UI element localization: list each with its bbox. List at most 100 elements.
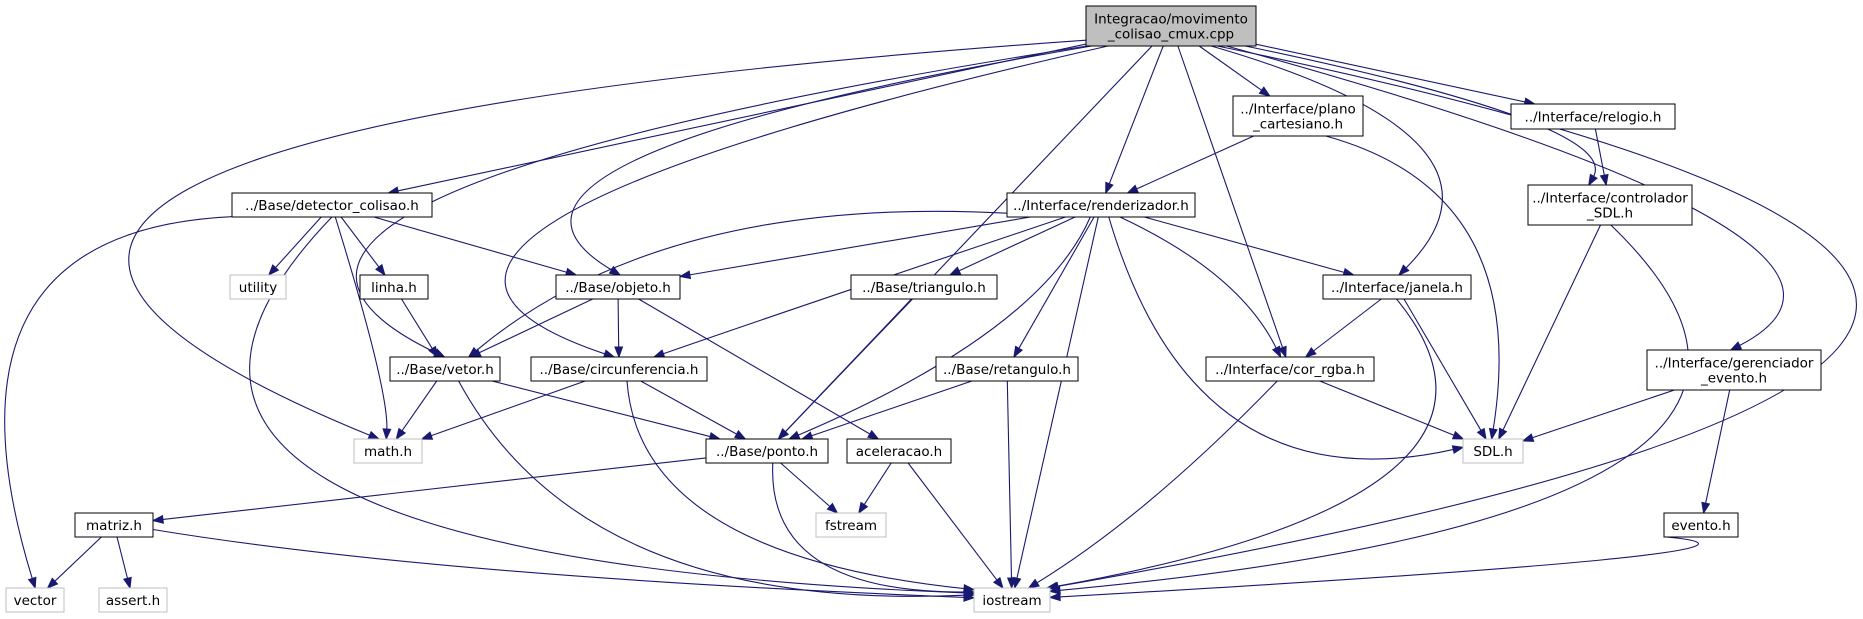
edge-root-to-objeto [570,45,1092,276]
node-label: matriz.h [86,518,142,534]
edge-line [1531,389,1675,439]
edge-root-to-detector [386,43,1087,196]
edge-line [957,216,1076,272]
node-aceleracao[interactable]: aceleracao.h [846,438,952,464]
node-matriz[interactable]: matriz.h [74,512,154,538]
edge-circunferencia-to-ponto [640,380,747,440]
node-label: _SDL.h [1586,206,1633,222]
edge-retangulo-to-iostream [1006,380,1017,590]
node-label: vector [14,593,57,609]
arrowhead-icon [428,345,439,359]
edge-line [1403,298,1482,432]
edge-root-to-janela [1211,45,1443,276]
edge-ponto-to-iostream [772,462,976,597]
edge-line [810,380,973,437]
node-label: ../Interface/cor_rgba.h [1215,362,1365,378]
arrowhead-icon [1451,430,1465,440]
node-janela[interactable]: ../Interface/janela.h [1322,274,1472,300]
edge-vetor-to-ponto [491,380,722,441]
node-detector[interactable]: ../Base/detector_colisao.h [231,192,433,218]
arrowhead-icon [858,501,869,515]
node-controlador[interactable]: ../Interface/controlador_SDL.h [1527,184,1693,226]
node-box [231,192,433,218]
arrowhead-icon [46,577,59,589]
node-triangulo[interactable]: ../Base/triangulo.h [850,274,998,300]
node-box [1232,95,1364,137]
node-label: fstream [825,518,877,534]
node-label: ../Base/triangulo.h [862,280,986,296]
node-circunferencia[interactable]: ../Base/circunferencia.h [530,356,708,382]
edge-line [626,380,966,590]
node-box [74,512,154,538]
arrowhead-icon [1588,173,1598,187]
node-label: ../Base/ponto.h [716,444,818,460]
edge-line [4,215,296,580]
node-box [1322,274,1472,300]
arrowhead-icon [1304,347,1317,358]
edge-line [373,216,568,274]
edge-gerenciador-to-sdl [1521,389,1675,442]
edge-line [1255,43,1527,103]
node-linha[interactable]: linha.h [359,274,429,300]
node-label: ../Interface/controlador [1532,191,1688,207]
node-objeto[interactable]: ../Base/objeto.h [555,274,681,300]
node-label: Integracao/movimento [1094,12,1248,28]
edge-line [1312,298,1382,352]
node-root: Integracao/movimento_colisao_cmux.cpp [1085,5,1257,47]
node-label: ../Base/objeto.h [565,280,671,296]
edge-line [797,216,1091,437]
arrowhead-icon [1729,341,1743,351]
edge-line [1226,45,1784,347]
edge-corrgba-to-iostream [1027,380,1278,589]
arrowhead-icon [1521,433,1535,442]
arrowhead-icon [1258,86,1271,97]
edge-line [504,45,1109,355]
node-vetor[interactable]: ../Base/vetor.h [389,356,501,382]
node-relogio[interactable]: ../Interface/relogio.h [1510,103,1676,130]
edge-line [128,39,1087,437]
node-box [353,438,423,464]
node-label: assert.h [106,593,160,609]
node-retangulo[interactable]: ../Base/retangulo.h [935,356,1079,382]
edge-aceleracao-to-fstream [858,462,892,515]
edge-detector-to-math [334,216,392,441]
edge-line [249,216,966,594]
edge-line [1704,389,1731,505]
edge-relogio-to-controlador [1594,128,1609,187]
node-renderizador[interactable]: ../Interface/renderizador.h [1006,192,1196,218]
node-gerenciador[interactable]: ../Interface/gerenciador_evento.h [1646,349,1822,391]
node-box [973,587,1051,613]
arrowhead-icon [963,587,976,597]
edge-root-to-circunferencia [504,45,1109,358]
node-box [935,356,1079,382]
edge-line [396,43,1087,192]
node-iostream: iostream [973,587,1051,613]
node-label: linha.h [371,280,417,296]
node-assert: assert.h [98,587,168,613]
edge-root-to-iostream [1046,45,1857,591]
edge-line [401,298,434,350]
node-box [850,274,998,300]
edge-line [907,462,998,582]
edge-root-to-gerenciador [1226,45,1784,351]
arrowhead-icon [1027,578,1040,589]
edge-line [1055,298,1437,587]
node-label: evento.h [1671,518,1730,534]
edge-line [784,298,913,433]
edge-line [1144,216,1346,274]
edge-line [491,380,712,438]
edge-line [688,216,1031,276]
node-plano[interactable]: ../Interface/plano_cartesiano.h [1232,95,1364,137]
node-corrgba[interactable]: ../Interface/cor_rgba.h [1205,356,1375,382]
edge-line [780,462,831,508]
arrowhead-icon [420,431,434,440]
node-label: ../Interface/renderizador.h [1013,198,1189,214]
arrowhead-icon [267,264,280,277]
edge-line [340,216,380,269]
edge-retangulo-to-ponto [800,380,973,440]
node-label: ../Base/vetor.h [396,362,494,378]
node-evento[interactable]: evento.h [1663,512,1739,538]
arrowhead-icon [963,592,976,602]
node-ponto[interactable]: ../Base/ponto.h [705,438,829,464]
